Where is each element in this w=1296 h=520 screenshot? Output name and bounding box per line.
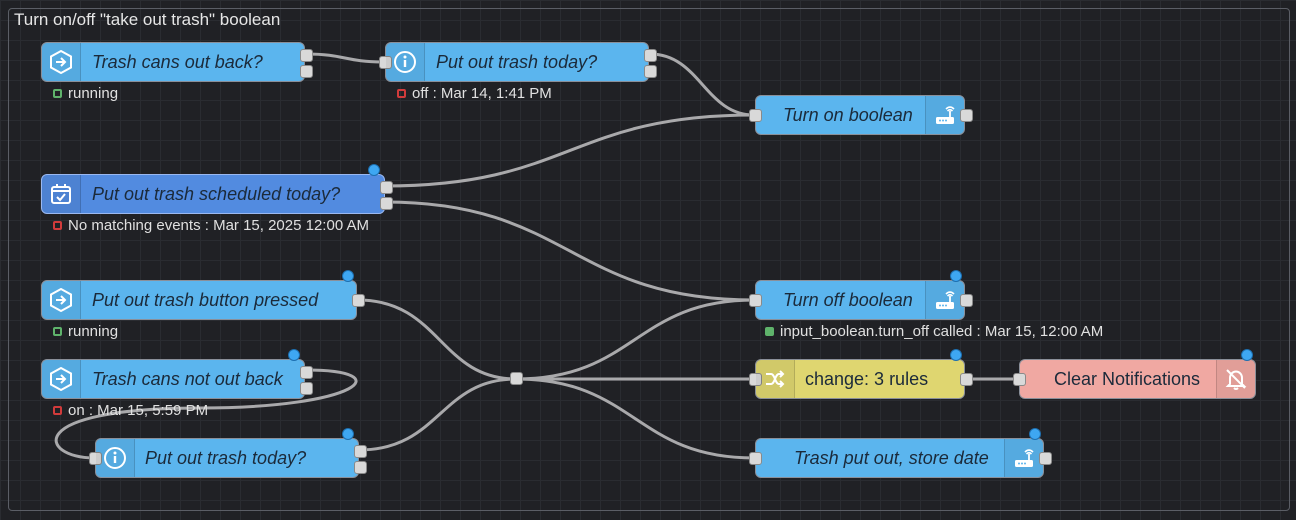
input-port[interactable] [89,452,102,465]
node-label: Put out trash today? [145,448,307,468]
arrow-right-hex-icon [42,43,81,81]
changed-indicator [288,349,300,361]
node-clear-notifications[interactable]: Clear Notifications [1013,349,1256,399]
changed-indicator [950,270,962,282]
output-port[interactable] [644,49,657,62]
input-port[interactable] [749,109,762,122]
node-label: Put out trash button pressed [92,290,319,310]
output-port[interactable] [960,109,973,122]
node-trash-cans-out-back[interactable]: Trash cans out back? [41,42,313,82]
input-port[interactable] [1013,373,1026,386]
input-port[interactable] [749,294,762,307]
router-icon [925,281,964,319]
flow-group[interactable] [8,8,1290,511]
output-port[interactable] [300,49,313,62]
output-port[interactable] [300,382,313,395]
node-trash-cans-not-out-back[interactable]: Trash cans not out back [41,349,313,399]
router-icon [1004,439,1043,477]
output-port[interactable] [380,197,393,210]
changed-indicator [342,428,354,440]
node-status: No matching events : Mar 15, 2025 12:00 … [53,217,369,234]
output-port[interactable] [352,294,365,307]
output-port[interactable] [300,65,313,78]
node-label: Turn off boolean [783,290,913,310]
calendar-check-icon [42,175,81,213]
node-turn-on-boolean[interactable]: Turn on boolean [749,95,973,135]
output-port[interactable] [354,445,367,458]
bell-off-icon [1216,360,1255,398]
node-label: Trash cans out back? [92,52,263,72]
node-label: Clear Notifications [1054,369,1201,389]
router-icon [925,96,964,134]
info-circle-icon [386,43,425,81]
input-port[interactable] [379,56,392,69]
node-change-rules[interactable]: change: 3 rules [749,349,973,399]
changed-indicator [1029,428,1041,440]
status-indicator [53,406,62,415]
node-label: Put out trash scheduled today? [92,184,341,204]
node-status: off : Mar 14, 1:41 PM [397,85,552,102]
input-port[interactable] [749,452,762,465]
output-port[interactable] [300,366,313,379]
status-indicator [765,327,774,336]
changed-indicator [342,270,354,282]
output-port[interactable] [644,65,657,78]
input-port[interactable] [749,373,762,386]
node-status: running [53,85,118,102]
node-label: Trash cans not out back [92,369,283,389]
status-indicator [53,221,62,230]
output-port[interactable] [354,461,367,474]
node-put-out-trash-today[interactable]: Put out trash today? [379,42,657,82]
output-port[interactable] [1039,452,1052,465]
node-put-out-trash-button[interactable]: Put out trash button pressed [41,270,365,320]
shuffle-icon [756,360,795,398]
node-label: Put out trash today? [436,52,598,72]
junction-node[interactable] [510,372,523,385]
node-status: input_boolean.turn_off called : Mar 15, … [765,323,1103,340]
node-label: change: 3 rules [805,369,929,389]
status-indicator [53,327,62,336]
node-trash-put-out-store-date[interactable]: Trash put out, store date [749,428,1052,478]
output-port[interactable] [960,294,973,307]
node-status: on : Mar 15, 5:59 PM [53,402,208,419]
node-status: running [53,323,118,340]
node-label: Trash put out, store date [794,448,989,468]
node-label: Turn on boolean [783,105,913,125]
changed-indicator [368,164,380,176]
output-port[interactable] [380,181,393,194]
output-port[interactable] [960,373,973,386]
node-turn-off-boolean[interactable]: Turn off boolean [749,270,973,320]
info-circle-icon [96,439,135,477]
status-indicator [53,89,62,98]
node-put-out-trash-today-2[interactable]: Put out trash today? [89,428,367,478]
changed-indicator [950,349,962,361]
node-put-out-trash-scheduled[interactable]: Put out trash scheduled today? [41,164,393,214]
changed-indicator [1241,349,1253,361]
arrow-right-hex-icon [42,360,81,398]
group-label: Turn on/off "take out trash" boolean [14,10,281,29]
arrow-right-hex-icon [42,281,81,319]
status-indicator [397,89,406,98]
